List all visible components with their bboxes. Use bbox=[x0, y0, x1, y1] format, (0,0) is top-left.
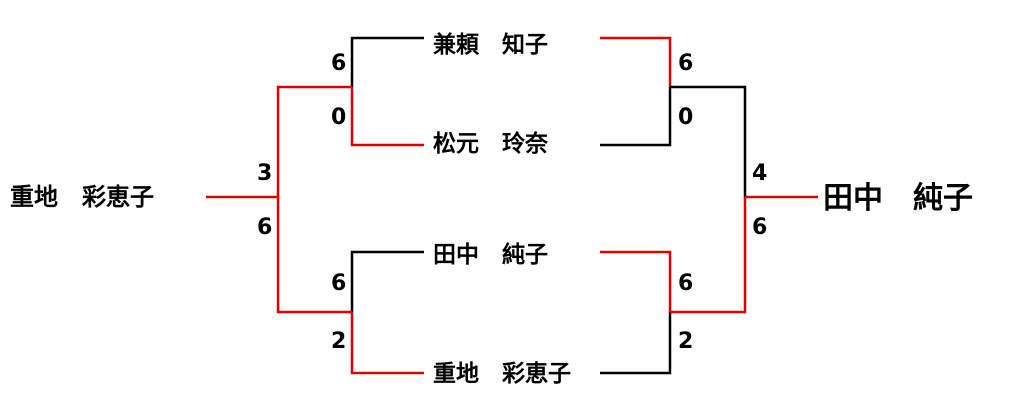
right-final-top-score: 4 bbox=[752, 161, 767, 186]
left-final-top-score: 3 bbox=[257, 161, 272, 186]
left-semifinal-2-bottom-score: 2 bbox=[331, 329, 346, 354]
right-line-semifinal-bottom bbox=[670, 197, 747, 314]
left-line-entrant-2 bbox=[350, 87, 424, 147]
entrant-name-2: 松元 玲奈 bbox=[433, 130, 549, 157]
left-semifinal-1-bottom-score: 0 bbox=[331, 105, 346, 130]
right-semifinal-1-top-score: 6 bbox=[678, 51, 693, 76]
right-line-semifinal-top bbox=[670, 85, 747, 197]
right-semifinal-2-top-score: 6 bbox=[678, 271, 693, 296]
left-line-entrant-3 bbox=[350, 250, 424, 312]
left-line-semifinal-top bbox=[276, 85, 352, 197]
entrant-name-3: 田中 純子 bbox=[433, 241, 548, 268]
left-final-bottom-score: 6 bbox=[257, 215, 272, 240]
left-semifinal-1-top-score: 6 bbox=[331, 51, 346, 76]
left-line-semifinal-bottom bbox=[276, 197, 352, 314]
right-line-entrant-2 bbox=[600, 87, 672, 147]
right-final-bottom-score: 6 bbox=[752, 215, 767, 240]
right-line-entrant-1 bbox=[600, 36, 672, 87]
left-line-entrant-1 bbox=[350, 36, 424, 87]
left-line-entrant-4 bbox=[350, 312, 424, 375]
right-semifinal-1-bottom-score: 0 bbox=[678, 105, 693, 130]
left-side-winner: 重地 彩恵子 bbox=[10, 183, 154, 211]
right-line-entrant-4 bbox=[600, 312, 672, 375]
right-side-winner: 田中 純子 bbox=[823, 181, 973, 216]
right-line-entrant-3 bbox=[600, 250, 672, 312]
right-semifinal-2-bottom-score: 2 bbox=[678, 329, 693, 354]
left-semifinal-2-top-score: 6 bbox=[331, 271, 346, 296]
entrant-name-4: 重地 彩恵子 bbox=[433, 361, 571, 387]
entrant-name-1: 兼頼 知子 bbox=[433, 31, 548, 58]
